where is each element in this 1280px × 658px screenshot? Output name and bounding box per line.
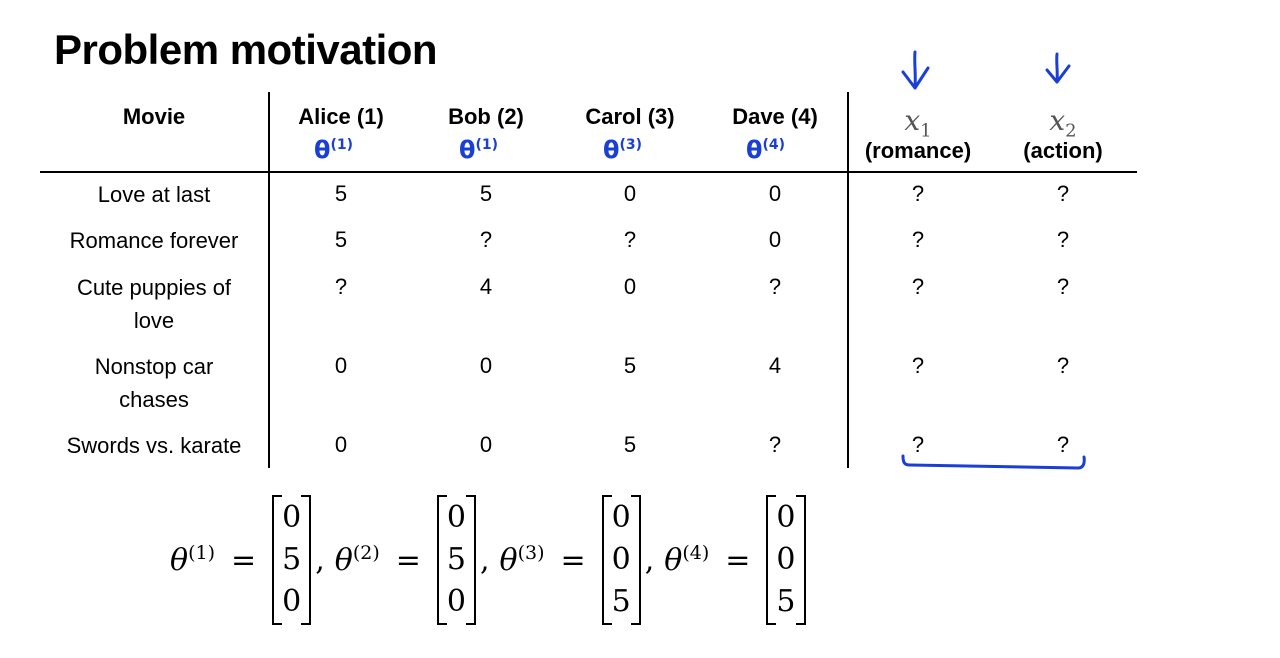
feature-header-x1: x1	[904, 104, 932, 142]
feature-label-action: (action)	[1023, 138, 1103, 163]
theta-symbol: θ(3)	[499, 542, 545, 578]
rating-cell: 5	[334, 181, 348, 206]
rating-cell: 0	[479, 353, 493, 378]
theta-symbol: θ(1)	[170, 542, 215, 578]
separator: ,	[315, 542, 325, 578]
user-header-bob: Bob (2)	[448, 104, 524, 129]
theta-symbol: θ(4)	[664, 542, 710, 578]
theta-symbol: θ(2)	[334, 542, 380, 578]
handnote-theta-dave: θ(4)	[746, 136, 786, 164]
separator: ,	[644, 542, 655, 578]
rating-cell: 0	[768, 227, 782, 252]
user-header-carol: Carol (3)	[585, 104, 675, 129]
slide-title: Problem motivation	[54, 26, 438, 73]
feature-label-romance: (romance)	[864, 138, 972, 163]
rating-cell: 4	[768, 353, 782, 378]
feature-cell: ?	[1056, 227, 1070, 252]
equals-sign: =	[725, 542, 751, 578]
table-header-rule	[40, 171, 1137, 173]
movie-title: Love at last	[97, 182, 211, 207]
rating-cell: 0	[768, 181, 782, 206]
rating-cell: 5	[623, 432, 637, 457]
table-divider-right	[847, 92, 849, 468]
rating-cell: ?	[623, 227, 637, 252]
rating-cell: ?	[768, 274, 782, 299]
rating-cell: ?	[479, 227, 493, 252]
rating-cell: 5	[623, 353, 637, 378]
feature-header-x2: x2	[1049, 104, 1077, 142]
movie-title: Romance forever	[69, 228, 239, 253]
handnote-theta-carol: θ(3)	[603, 136, 643, 164]
handnote-theta-alice: θ(1)	[314, 136, 354, 164]
movie-title: Swords vs. karate	[66, 433, 242, 458]
feature-cell: ?	[911, 353, 925, 378]
equals-sign: =	[395, 542, 421, 578]
arrow-down-icon	[901, 50, 930, 90]
feature-cell: ?	[1056, 274, 1070, 299]
feature-cell: ?	[1056, 353, 1070, 378]
rating-cell: 4	[479, 274, 493, 299]
equals-sign: =	[560, 542, 586, 578]
rating-cell: 0	[334, 432, 348, 457]
rating-cell: ?	[768, 432, 782, 457]
feature-cell: ?	[1056, 432, 1070, 457]
rating-cell: 0	[623, 181, 637, 206]
user-header-alice: Alice (1)	[298, 104, 384, 129]
feature-cell: ?	[1056, 181, 1070, 206]
arrow-down-icon	[1045, 52, 1071, 84]
rating-cell: ?	[334, 274, 348, 299]
rating-cell: 5	[334, 227, 348, 252]
rating-cell: 0	[623, 274, 637, 299]
table-divider-left	[268, 92, 270, 468]
feature-cell: ?	[911, 432, 925, 457]
user-header-dave: Dave (4)	[732, 104, 818, 129]
rating-cell: 5	[479, 181, 493, 206]
rating-cell: 0	[334, 353, 348, 378]
feature-cell: ?	[911, 274, 925, 299]
movie-column-header: Movie	[122, 104, 186, 129]
separator: ,	[479, 542, 490, 578]
feature-cell: ?	[911, 181, 925, 206]
feature-cell: ?	[911, 227, 925, 252]
equals-sign: =	[230, 542, 257, 578]
handnote-theta-bob: θ(1)	[459, 136, 499, 164]
rating-cell: 0	[479, 432, 493, 457]
bracket-underline	[901, 454, 1086, 470]
